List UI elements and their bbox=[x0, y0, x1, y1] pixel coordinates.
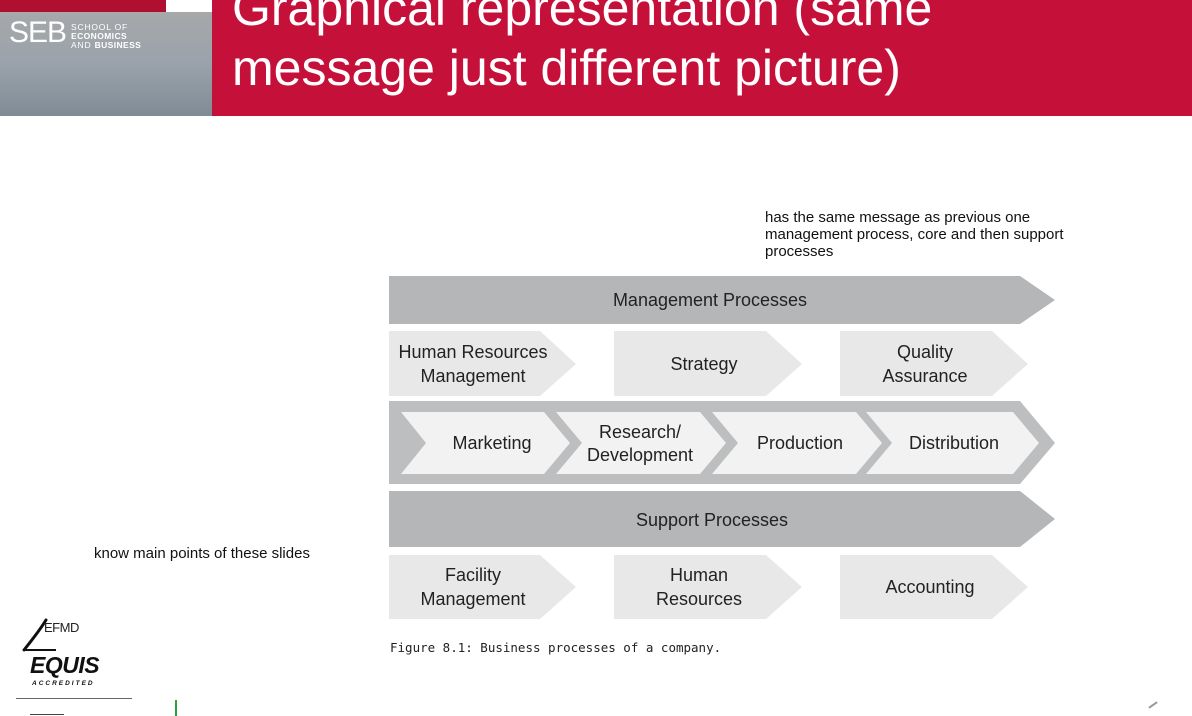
equis-swoosh-icon bbox=[22, 618, 56, 652]
accreditation-divider bbox=[16, 698, 132, 699]
slide-title-line2: message just different picture) bbox=[232, 40, 901, 96]
core-item-2-line1: Research/ bbox=[599, 422, 681, 442]
management-bar bbox=[389, 276, 1055, 324]
logo-block bbox=[0, 0, 212, 116]
seb-logo-letters: SEB bbox=[9, 16, 67, 49]
support-item-1-line2: Management bbox=[420, 589, 525, 609]
management-item-3-line2: Assurance bbox=[882, 366, 967, 386]
core-item-4 bbox=[866, 412, 1039, 474]
core-item-4-line1: Distribution bbox=[909, 433, 999, 453]
management-bar-label: Management Processes bbox=[613, 290, 807, 310]
core-item-1-line1: Marketing bbox=[452, 433, 531, 453]
footer-mark bbox=[30, 714, 64, 715]
accredited-label: ACCREDITED bbox=[32, 680, 95, 687]
management-item-2-line1: Strategy bbox=[670, 354, 737, 374]
speaker-note-left: know main points of these slides bbox=[94, 545, 310, 562]
seb-logo-line3: AND BUSINESS bbox=[71, 41, 141, 50]
management-item-1-line2: Management bbox=[420, 366, 525, 386]
support-item-2 bbox=[614, 555, 802, 619]
core-item-2 bbox=[556, 412, 726, 474]
slide-title: Graphical representation (same message j… bbox=[232, 0, 1172, 98]
logo-top-strip bbox=[0, 0, 166, 12]
seb-logo-line3-a: AND bbox=[71, 40, 92, 50]
speaker-note-top: has the same message as previous one man… bbox=[765, 209, 1064, 260]
support-item-3-line1: Accounting bbox=[885, 577, 974, 597]
decorative-stroke bbox=[175, 700, 177, 716]
core-item-2-line2: Development bbox=[587, 445, 693, 465]
seb-logo-line3-b: BUSINESS bbox=[94, 40, 142, 50]
figure-caption: Figure 8.1: Business processes of a comp… bbox=[390, 640, 722, 655]
management-item-1-line1: Human Resources bbox=[398, 342, 547, 362]
support-item-3 bbox=[840, 555, 1028, 619]
core-item-1 bbox=[401, 412, 570, 474]
seb-logo-line1: SCHOOL OF bbox=[71, 22, 128, 32]
slide-title-line1: Graphical representation (same bbox=[232, 0, 933, 36]
equis-label: EQUIS bbox=[30, 652, 100, 678]
management-item-1 bbox=[389, 331, 576, 396]
support-item-1 bbox=[389, 555, 576, 619]
seb-logo-subtitle: SCHOOL OF ECONOMICS AND BUSINESS bbox=[71, 23, 141, 50]
management-item-2 bbox=[614, 331, 802, 396]
efmd-label: EFMD bbox=[44, 620, 79, 635]
support-bar-label: Support Processes bbox=[636, 510, 788, 530]
core-item-3 bbox=[712, 412, 882, 474]
core-item-3-line1: Production bbox=[757, 433, 843, 453]
management-item-3 bbox=[840, 331, 1028, 396]
support-item-2-line2: Resources bbox=[656, 589, 742, 609]
seb-logo: SEB SCHOOL OF ECONOMICS AND BUSINESS bbox=[9, 18, 141, 50]
support-item-1-line1: Facility bbox=[445, 565, 501, 585]
support-bar bbox=[389, 491, 1055, 547]
logo-notch bbox=[166, 0, 212, 12]
management-item-3-line1: Quality bbox=[897, 342, 953, 362]
support-item-2-line1: Human bbox=[670, 565, 728, 585]
seb-logo-line2: ECONOMICS bbox=[71, 31, 128, 41]
